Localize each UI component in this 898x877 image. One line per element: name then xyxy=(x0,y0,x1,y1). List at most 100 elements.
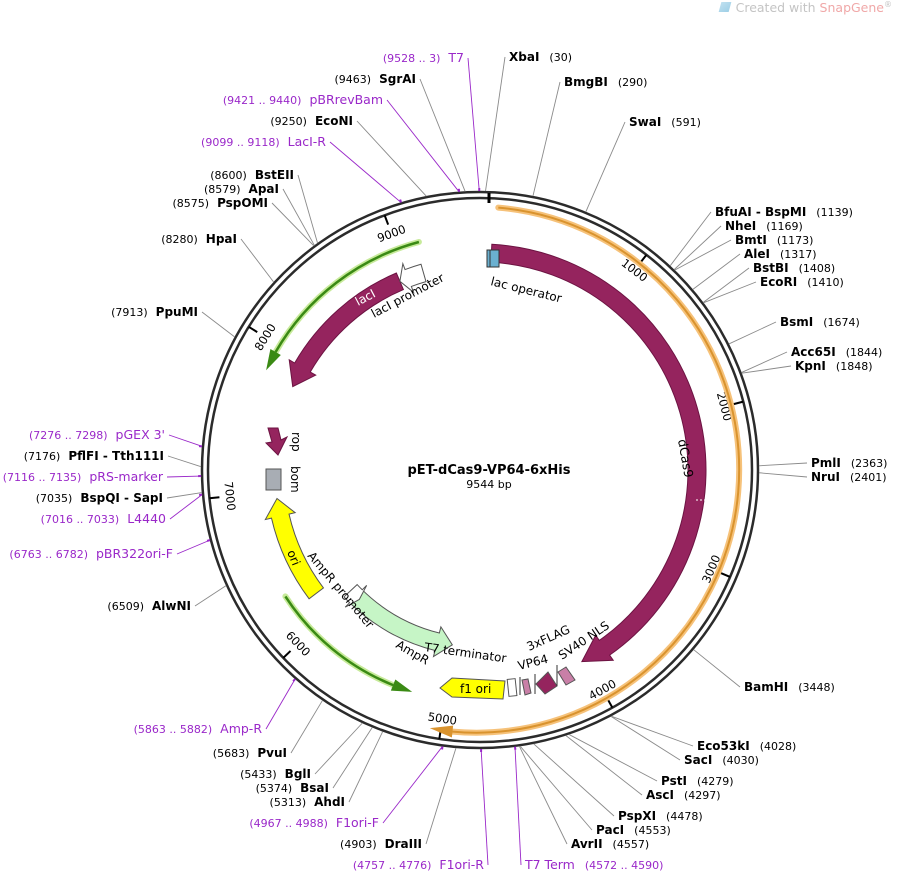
map-length: 9544 bp xyxy=(466,478,511,491)
laci-feature: lacI lacI promoter xyxy=(288,261,446,388)
site-connector xyxy=(282,188,315,246)
site-position: (7913) xyxy=(111,306,148,319)
site-connector xyxy=(518,746,568,845)
site-position: (5433) xyxy=(240,768,277,781)
tick-label: 5000 xyxy=(427,710,458,728)
site-connector xyxy=(329,141,402,203)
svg-text:PstI(4279): PstI(4279) xyxy=(661,774,734,788)
site-nhei: NheI(1169) xyxy=(673,219,803,270)
site-name: AlwNI xyxy=(152,599,191,613)
site-position: (1317) xyxy=(780,248,817,261)
site-position: (1169) xyxy=(766,220,803,233)
map-title-group: pET-dCas9-VP64-6xHis 9544 bp xyxy=(408,463,571,491)
site-annotations: XbaI(30)BmgBI(290)SwaI(591)BfuAI - BspMI… xyxy=(3,50,888,872)
dcas9-label: dCas9 xyxy=(675,438,697,479)
site-name: PpuMI xyxy=(156,305,198,319)
site-bamhi: BamHI(3448) xyxy=(693,649,835,694)
site-name: HpaI xyxy=(206,232,237,246)
tick-mark xyxy=(733,400,744,406)
site-connector xyxy=(673,225,722,270)
site-position: (1410) xyxy=(807,276,844,289)
svg-text:(7913)PpuMI: (7913) PpuMI xyxy=(111,305,198,319)
svg-text:PmlI(2363): PmlI(2363) xyxy=(811,456,887,470)
site-connector xyxy=(240,238,275,283)
site-name: BsmI xyxy=(780,315,813,329)
site-connector xyxy=(332,727,373,789)
site-connector xyxy=(532,81,561,197)
dcas9-feature: dCas9 xyxy=(490,243,711,663)
site-pmli: PmlI(2363) xyxy=(758,456,887,470)
site-position: (9528 .. 3) xyxy=(383,52,441,65)
site-avrii: AvrII(4557) xyxy=(518,746,649,851)
tick-mark xyxy=(282,650,292,659)
tick-mark xyxy=(209,496,220,500)
site-bspqi-sapi: (7035)BspQI - SapI xyxy=(36,491,202,505)
svg-text:(8575)PspOMI: (8575)PspOMI xyxy=(172,196,268,210)
site-draiii: (4903)DraIII xyxy=(340,747,457,851)
site-connector xyxy=(176,539,211,555)
site-name: pRS-marker xyxy=(89,469,164,484)
site-position: (7176) xyxy=(24,450,61,463)
vp64-label: VP64 xyxy=(516,652,549,673)
site-alwni: (6509)AlwNI xyxy=(107,585,227,613)
site-name: T7 Term xyxy=(524,857,575,872)
svg-text:(7035)BspQI - SapI: (7035)BspQI - SapI xyxy=(36,491,163,505)
site-name: pGEX 3' xyxy=(116,427,165,442)
svg-text:(4967 .. 4988)F1ori-F: (4967 .. 4988) F1ori-F xyxy=(249,815,379,830)
svg-text:EcoRI(1410): EcoRI(1410) xyxy=(760,275,844,289)
site-position: (9250) xyxy=(270,115,307,128)
site-alei: AleI(1317) xyxy=(692,247,817,290)
site-connector xyxy=(728,321,777,345)
site-connector xyxy=(356,120,427,197)
site-position: (7116 .. 7135) xyxy=(3,471,82,484)
site-position: (4572 .. 4590) xyxy=(585,859,664,872)
site-bsmi: BsmI(1674) xyxy=(728,315,860,345)
site-amp-r: (5863 .. 5882)Amp-R xyxy=(134,678,296,736)
svg-text:SwaI(591): SwaI(591) xyxy=(629,115,701,129)
site-connector xyxy=(419,78,466,192)
site-pflfi-tth111i: (7176)PflFI - Tth111I xyxy=(24,449,202,468)
site-name: BsaI xyxy=(300,781,329,795)
site-connector xyxy=(348,731,384,803)
site-pbrrevbam: (9421 .. 9440)pBRrevBam xyxy=(223,92,461,193)
site-bmti: BmtI(1173) xyxy=(674,233,813,271)
site-connector xyxy=(565,735,643,796)
site-position: (30) xyxy=(549,51,572,64)
site-name: EcoNI xyxy=(315,114,353,128)
lac-operator-label: lac operator xyxy=(489,274,563,305)
site-connector xyxy=(758,472,808,478)
site-prs-marker: (7116 .. 7135) pRS-marker xyxy=(3,469,202,484)
site-bfuai-bspmi: BfuAI - BspMI(1139) xyxy=(669,205,853,267)
ori-feature: ori xyxy=(264,497,325,600)
svg-text:(9463)SgrAI: (9463)SgrAI xyxy=(335,72,416,86)
site-name: BmgBI xyxy=(564,75,608,89)
bom-feature: bom xyxy=(265,466,302,493)
tick-mark xyxy=(248,325,258,333)
site-kpni: KpnI(1848) xyxy=(741,359,872,374)
site-name: Acc65I xyxy=(791,345,836,359)
site-nrui: NruI(2401) xyxy=(758,470,887,484)
svg-text:(4903)DraIII: (4903)DraIII xyxy=(340,837,422,851)
site-position: (4279) xyxy=(697,775,734,788)
site-name: BglI xyxy=(285,767,311,781)
site-name: T7 xyxy=(447,50,464,65)
svg-text:(6509)AlwNI: (6509)AlwNI xyxy=(107,599,191,613)
site-position: (7035) xyxy=(36,492,73,505)
svg-text:(7016 .. 7033)L4440: (7016 .. 7033)L4440 xyxy=(41,511,166,526)
site-name: PvuI xyxy=(257,746,287,760)
rop-label: rop xyxy=(289,432,303,452)
site-name: L4440 xyxy=(127,511,166,526)
site-position: (4967 .. 4988) xyxy=(249,817,328,830)
site-name: AscI xyxy=(646,788,674,802)
site-connector xyxy=(669,211,712,267)
plasmid-backbone xyxy=(200,190,760,750)
site-pspxi: PspXI(4478) xyxy=(533,743,703,823)
svg-text:AscI(4297): AscI(4297) xyxy=(646,788,721,802)
site-position: (4757 .. 4776) xyxy=(353,859,432,872)
site-name: F1ori-F xyxy=(336,815,379,830)
site-acc65i: Acc65I(1844) xyxy=(741,345,882,373)
svg-text:XbaI(30): XbaI(30) xyxy=(509,50,572,64)
primer-mark xyxy=(206,539,211,542)
site-connector xyxy=(758,462,808,467)
svg-text:SacI(4030): SacI(4030) xyxy=(684,753,759,767)
